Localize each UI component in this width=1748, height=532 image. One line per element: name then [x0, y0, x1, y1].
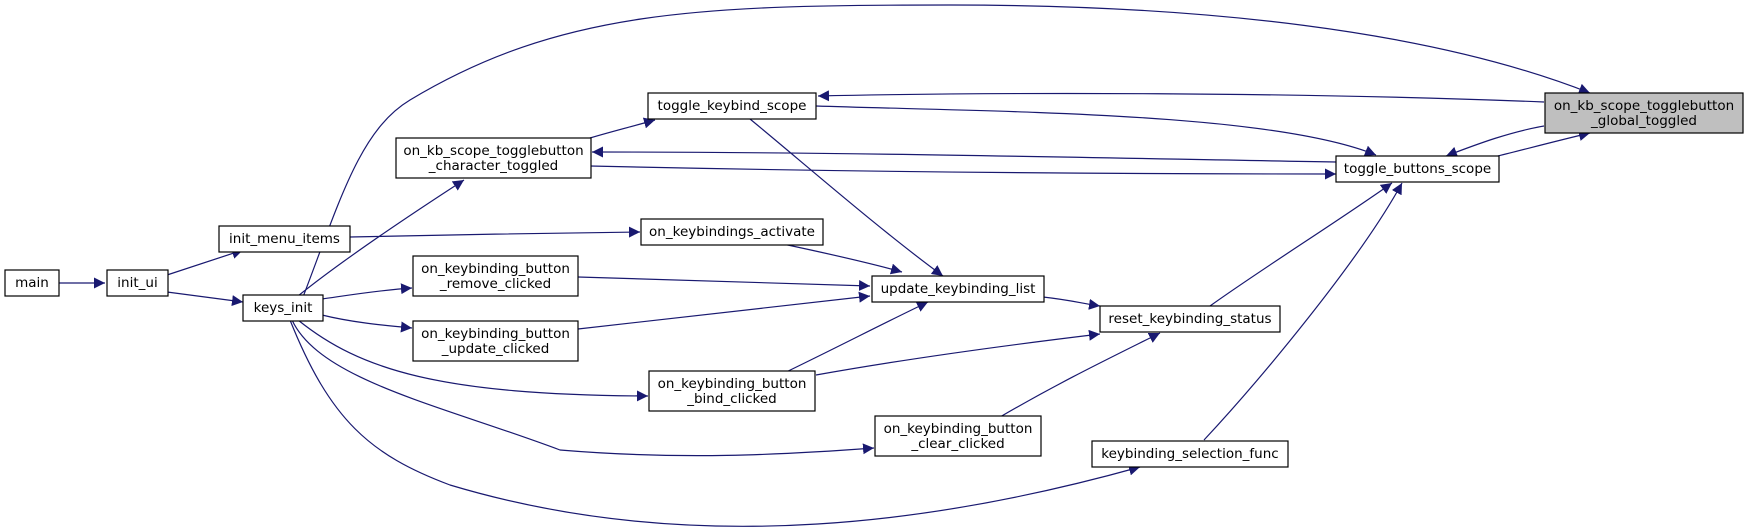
- node-on-keybinding-button-remove-clicked[interactable]: on_keybinding_button _remove_clicked: [412, 255, 579, 297]
- node-init-menu-items[interactable]: init_menu_items: [218, 225, 351, 253]
- node-label: main: [15, 275, 49, 291]
- node-keybinding-selection-func[interactable]: keybinding_selection_func: [1091, 440, 1289, 468]
- edge-init-menu-items-to-on-keybindings-activate: [349, 226, 641, 238]
- edge-on-kb-clear-to-reset-keybinding-status: [999, 332, 1161, 418]
- node-label-line-1: on_keybinding_button: [421, 261, 570, 277]
- node-label-line-1: on_keybinding_button: [421, 326, 570, 342]
- edge-init-ui-to-init-menu-items: [166, 248, 244, 276]
- node-on-kb-scope-togglebutton-character-toggled[interactable]: on_kb_scope_togglebutton _character_togg…: [395, 137, 592, 179]
- node-label-line-2: _character_toggled: [428, 158, 558, 174]
- edge-keys-init-to-on-kb-remove: [321, 283, 413, 300]
- node-label: init_menu_items: [229, 231, 340, 247]
- edge-keys-init-to-on-kb-clear: [291, 319, 875, 457]
- node-toggle-keybind-scope[interactable]: toggle_keybind_scope: [647, 92, 817, 120]
- node-label: toggle_buttons_scope: [1344, 161, 1491, 177]
- node-on-keybinding-button-update-clicked[interactable]: on_keybinding_button _update_clicked: [412, 320, 579, 362]
- node-on-keybinding-button-bind-clicked[interactable]: on_keybinding_button _bind_clicked: [648, 370, 816, 412]
- node-label-line-2: _global_toggled: [1590, 113, 1697, 129]
- node-on-kb-scope-togglebutton-global-toggled[interactable]: on_kb_scope_togglebutton _global_toggled: [1544, 92, 1744, 134]
- node-label-line-2: _clear_clicked: [910, 436, 1004, 452]
- node-label-line-1: on_kb_scope_togglebutton: [1554, 98, 1734, 114]
- node-label: init_ui: [117, 275, 157, 291]
- edge-on-kb-scope-character-to-toggle-keybind-scope: [589, 117, 656, 139]
- node-label: keys_init: [254, 300, 313, 316]
- edge-keys-init-to-on-kb-scope-character: [297, 179, 465, 297]
- edge-on-kb-update-to-update-keybinding-list: [577, 291, 871, 330]
- edge-toggle-buttons-scope-to-on-kb-scope-character: [591, 146, 1337, 163]
- edge-toggle-keybind-scope-to-toggle-buttons-scope: [815, 105, 1377, 156]
- node-on-keybinding-button-clear-clicked[interactable]: on_keybinding_button _clear_clicked: [874, 415, 1042, 457]
- node-label-line-2: _remove_clicked: [439, 276, 551, 292]
- node-label-line-1: on_keybinding_button: [658, 376, 807, 392]
- nodes: main init_ui init_menu_items keys_init o…: [4, 92, 1744, 468]
- edges: [59, 4, 1591, 527]
- edge-on-kb-scope-global-to-toggle-keybind-scope: [817, 90, 1545, 103]
- edge-on-kb-scope-character-to-toggle-buttons-scope: [589, 165, 1337, 180]
- edge-on-kb-scope-global-to-toggle-buttons-scope: [1445, 125, 1545, 158]
- edge-toggle-buttons-scope-to-on-kb-scope-global: [1497, 130, 1591, 157]
- node-label-line-1: on_keybinding_button: [884, 421, 1033, 437]
- edge-keys-init-to-on-kb-update: [321, 314, 413, 333]
- node-reset-keybinding-status[interactable]: reset_keybinding_status: [1099, 305, 1281, 333]
- edge-keybinding-selection-func-to-toggle-buttons-scope: [1203, 182, 1403, 441]
- node-init-ui[interactable]: init_ui: [106, 269, 169, 297]
- node-label: reset_keybinding_status: [1108, 311, 1271, 327]
- edge-keys-init-to-on-kb-bind: [297, 319, 649, 402]
- node-update-keybinding-list[interactable]: update_keybinding_list: [871, 275, 1045, 303]
- edge-on-keybindings-activate-to-update-keybinding-list: [782, 243, 903, 275]
- edge-reset-keybinding-status-to-toggle-buttons-scope: [1209, 182, 1393, 307]
- edge-on-kb-bind-to-update-keybinding-list: [779, 301, 929, 376]
- edge-init-ui-to-keys-init: [166, 291, 244, 307]
- edge-keys-init-to-on-kb-scope-global: [302, 4, 1591, 298]
- node-label-line-2: _update_clicked: [441, 341, 550, 357]
- edge-update-keybinding-list-to-reset-keybinding-status: [1042, 296, 1101, 310]
- edge-toggle-keybind-scope-to-update-keybinding-list: [749, 118, 944, 277]
- edge-on-kb-bind-to-reset-keybinding-status: [815, 329, 1101, 376]
- node-label-line-1: on_kb_scope_togglebutton: [403, 143, 583, 159]
- node-keys-init[interactable]: keys_init: [242, 294, 324, 322]
- node-main[interactable]: main: [4, 269, 60, 297]
- edge-on-kb-remove-to-update-keybinding-list: [577, 276, 871, 292]
- node-on-keybindings-activate[interactable]: on_keybindings_activate: [640, 218, 824, 246]
- node-toggle-buttons-scope[interactable]: toggle_buttons_scope: [1335, 155, 1500, 183]
- node-label: update_keybinding_list: [881, 281, 1036, 297]
- node-label: on_keybindings_activate: [649, 224, 815, 240]
- node-label-line-2: _bind_clicked: [686, 391, 777, 407]
- node-label: keybinding_selection_func: [1101, 446, 1278, 462]
- node-label: toggle_keybind_scope: [658, 98, 807, 114]
- edge-keys-init-to-keybinding-selection-func: [289, 319, 1141, 527]
